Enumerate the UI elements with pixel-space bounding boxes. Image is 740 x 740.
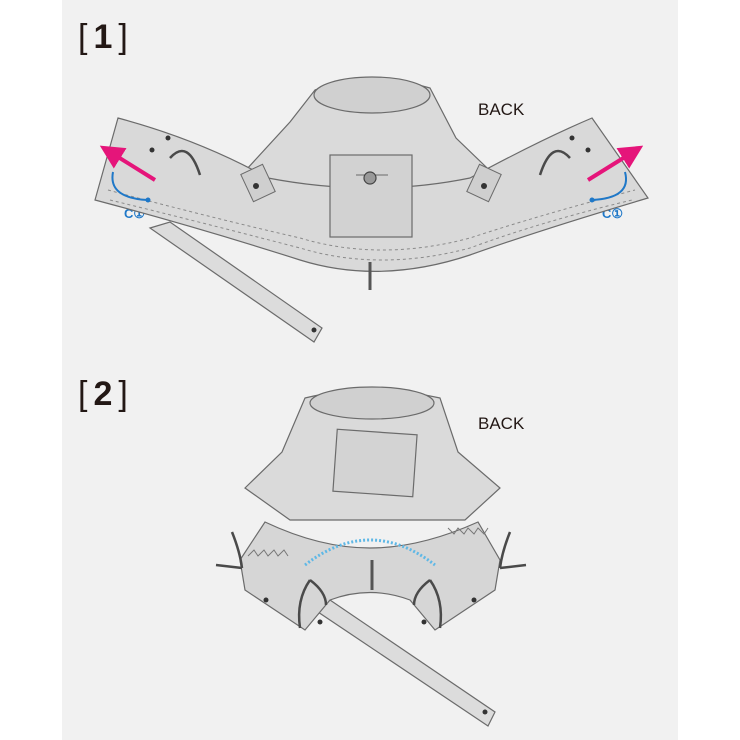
- step-2-pocket: [332, 428, 418, 498]
- step-2-label: [2]: [78, 375, 134, 414]
- step-1-pull-arrow-left: [99, 145, 157, 182]
- step-1-strap-hole: [311, 327, 317, 333]
- step-2-hole: [263, 597, 269, 603]
- step-2-cord-left-outer: [215, 531, 244, 570]
- step-2-strap-hole: [482, 709, 488, 715]
- step-2-cord-right-inner: [412, 579, 443, 629]
- step-1-strap: [148, 221, 323, 343]
- step-2-cord-left-inner: [297, 579, 328, 629]
- step-1-pocket-button: [363, 171, 377, 185]
- step-1-blue-cord-left: [111, 171, 149, 201]
- step-1-blue-cord-right: [591, 171, 628, 201]
- step-1-open-bracket: [: [78, 18, 94, 56]
- step-1-stitch-top: [107, 189, 636, 251]
- step-1-right-cord: [538, 149, 571, 176]
- step-2-hole: [421, 619, 427, 625]
- step-1-pocket: [329, 154, 413, 238]
- step-1-close-bracket: ]: [118, 18, 134, 56]
- step-1-number: 1: [93, 18, 119, 56]
- step-2-cord-right-outer: [498, 531, 527, 570]
- step-2-zigzag-left: [247, 549, 289, 557]
- step-2-close-bracket: ]: [118, 375, 134, 413]
- step-2-open-bracket: [: [78, 375, 94, 413]
- step-1-hood-top: [313, 76, 431, 114]
- step-1-illustration: [94, 76, 649, 343]
- step-2-hood-top: [309, 386, 435, 420]
- step-1-pull-arrow-right: [586, 145, 644, 182]
- step-1-left-tab: [240, 163, 276, 203]
- step-2-zigzag-right: [447, 527, 489, 535]
- step-1-blue-cord-left-end: [145, 197, 151, 203]
- step-1-hole: [149, 147, 155, 153]
- step-1-hole: [165, 135, 171, 141]
- step-2-strap: [317, 599, 496, 727]
- step-1-blue-cord-right-end: [589, 197, 595, 203]
- step-2-number: 2: [93, 375, 119, 413]
- step-1-hole: [569, 135, 575, 141]
- step-1-label: [1]: [78, 18, 134, 57]
- step-2-back-label: BACK: [478, 414, 525, 433]
- step-2-body: [239, 521, 501, 631]
- step-1-left-button: [253, 183, 259, 189]
- step-2-hole: [471, 597, 477, 603]
- step-2-hole: [317, 619, 323, 625]
- step-1-back-label: BACK: [478, 100, 525, 119]
- step-1-right-button: [481, 183, 487, 189]
- step-2-illustration: [215, 386, 527, 727]
- step-1-hole: [585, 147, 591, 153]
- step-1-left-cord: [169, 149, 202, 176]
